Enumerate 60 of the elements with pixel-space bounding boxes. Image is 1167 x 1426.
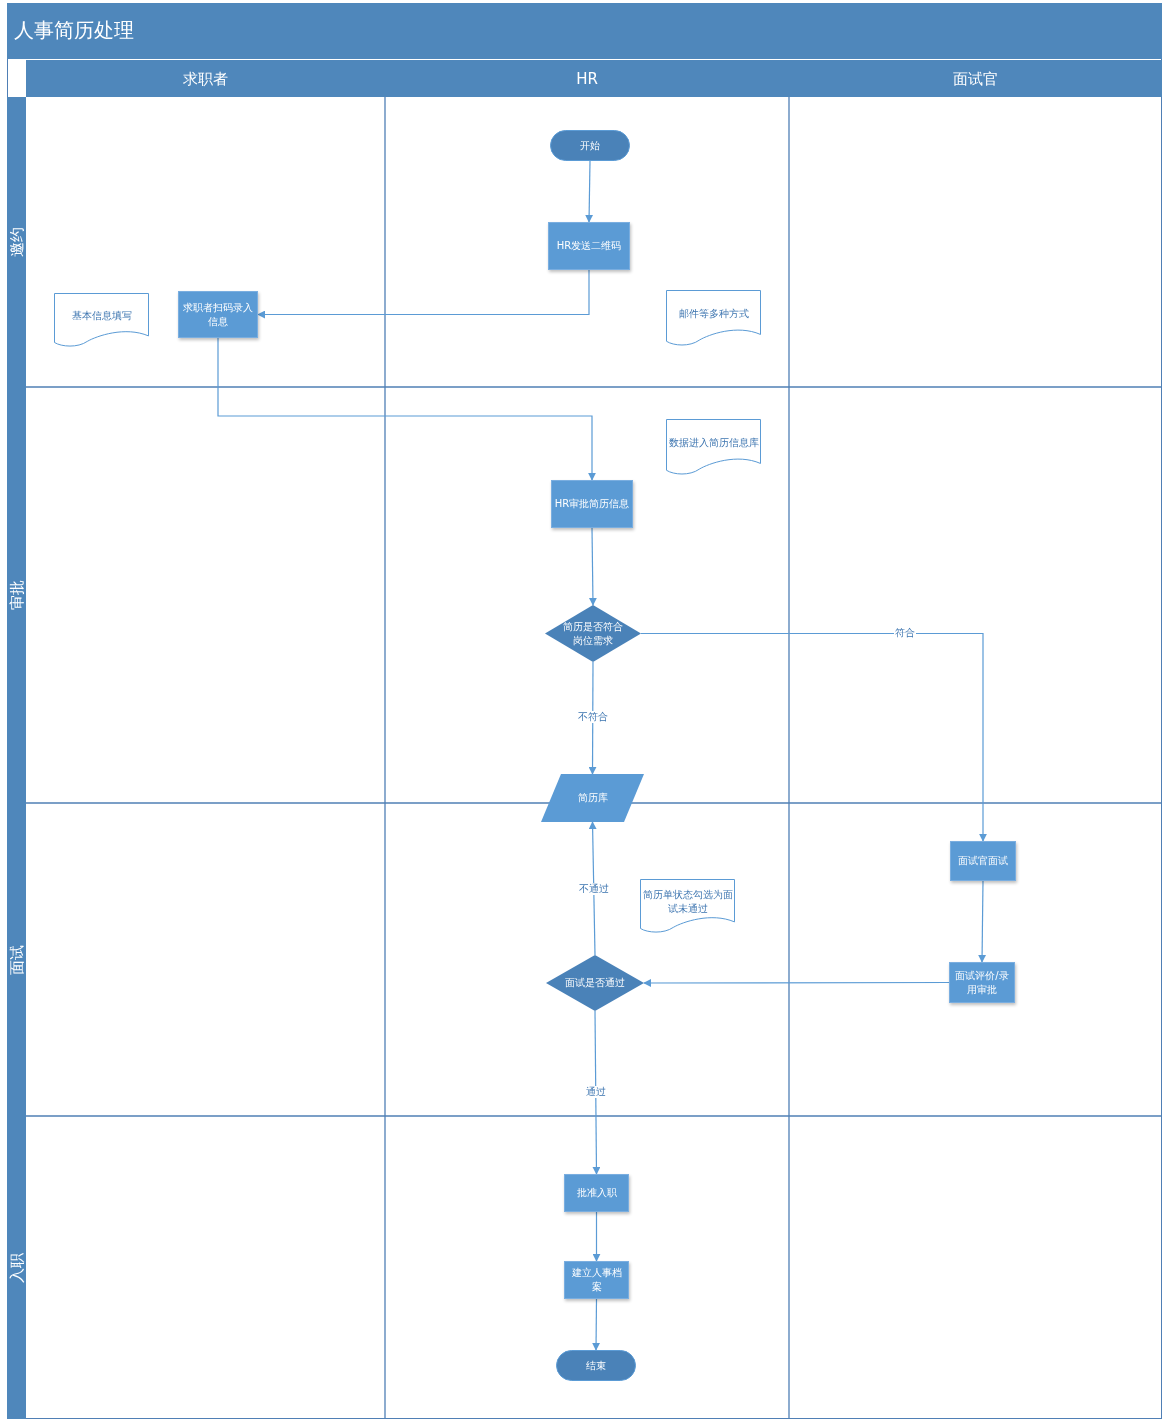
arrow	[643, 979, 950, 987]
document-text: 数据进入简历信息库	[667, 435, 760, 450]
process-box	[564, 1261, 629, 1299]
document-text: 邮件等多种方式	[677, 306, 750, 321]
edge-label: 不符合	[577, 711, 609, 723]
lane-title: 审批	[7, 579, 26, 612]
terminal-text: 开始	[579, 138, 601, 153]
document-shape	[666, 290, 761, 347]
data-parallelogram	[541, 774, 644, 822]
edge-label: 不通过	[578, 883, 610, 895]
decision-text: 面试是否通过	[564, 976, 626, 990]
decision-text: 简历是否符合岗位需求	[562, 619, 624, 648]
process-text: 建立人事档案	[570, 1266, 623, 1294]
process-box	[548, 222, 630, 270]
lane-header	[7, 1116, 26, 1419]
arrow	[592, 1298, 601, 1351]
lane-header	[7, 97, 26, 387]
process-text: 面试官面试	[957, 854, 1009, 868]
lane-title: 求职者	[182, 69, 229, 88]
process-box	[178, 291, 258, 338]
edge-label: 符合	[894, 627, 916, 639]
arrow	[585, 160, 594, 223]
lane-header	[789, 60, 1162, 97]
terminal-shape	[556, 1350, 636, 1381]
lane-title: 入职	[7, 1251, 26, 1285]
process-text: 求职者扫码录入信息	[182, 300, 254, 329]
process-text: 面试评价/录用审批	[954, 968, 1010, 997]
process-box	[950, 841, 1016, 881]
diagram-title: 人事简历处理	[14, 17, 134, 43]
edge-label: 通过	[585, 1086, 607, 1098]
process-box	[564, 1174, 629, 1212]
process-box	[551, 480, 633, 528]
arrow	[592, 1211, 601, 1262]
lane-title: 邀约	[7, 226, 26, 259]
lane-header	[26, 60, 385, 97]
process-box	[949, 962, 1015, 1003]
document-text: 简历单状态勾选为面试未通过	[641, 887, 734, 916]
process-text: HR审批简历信息	[553, 497, 631, 511]
terminal-text: 结束	[585, 1358, 607, 1373]
document-text: 基本信息填写	[70, 308, 133, 323]
arrow	[640, 632, 987, 842]
decision-diamond	[546, 955, 644, 1011]
document-shape	[640, 879, 735, 934]
lane-title: HR	[575, 69, 599, 88]
document-shape	[666, 419, 761, 476]
lane-title: 面试	[7, 943, 26, 977]
arrow	[217, 337, 596, 481]
process-text: 批准入职	[575, 1186, 618, 1200]
arrow	[588, 527, 597, 606]
arrow	[588, 661, 597, 775]
terminal-shape	[550, 130, 630, 161]
lane-title: 面试官	[952, 69, 999, 88]
process-text: HR发送二维码	[555, 239, 623, 253]
data-text: 简历库	[576, 791, 609, 805]
arrow	[588, 821, 597, 956]
arrow	[257, 269, 590, 319]
arrow	[592, 1010, 601, 1175]
arrow	[978, 880, 987, 963]
decision-diamond	[545, 605, 641, 662]
document-shape	[54, 293, 149, 348]
